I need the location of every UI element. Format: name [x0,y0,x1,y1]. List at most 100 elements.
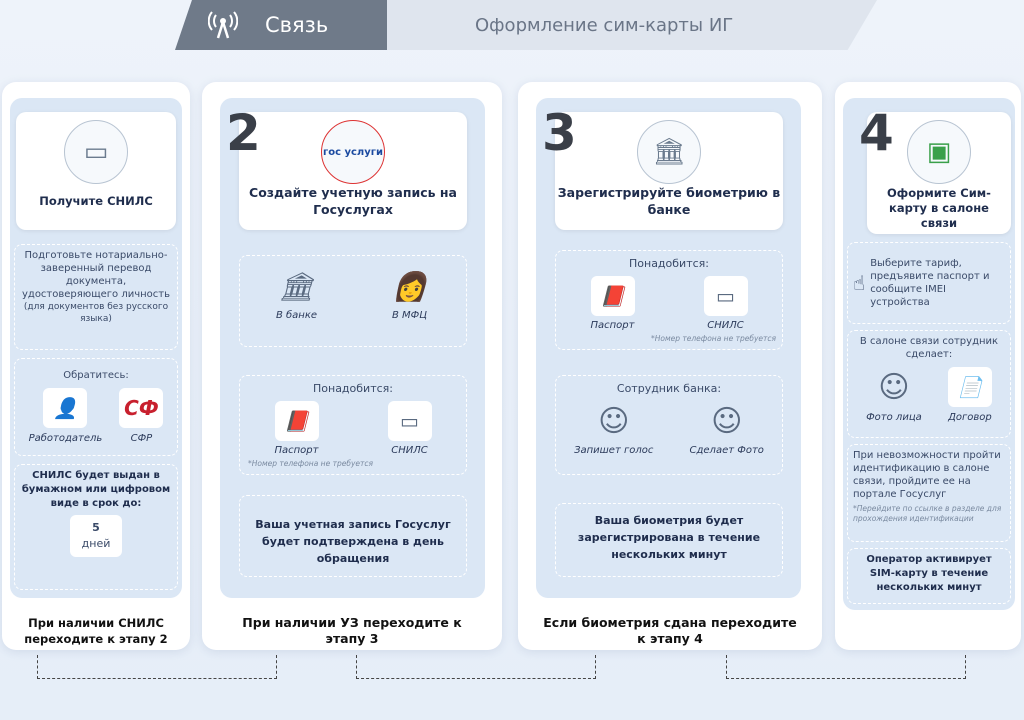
result-section: СНИЛС будет выдан в бумажном или цифрово… [14,464,178,590]
hand-tap-icon: ☝ [853,270,866,295]
result-section: Оператор активирует SIM-карту в течение … [847,548,1011,604]
tab-sim-card[interactable]: Оформление сим-карты ИГ [387,0,877,50]
step-card-3: 🏛 Зарегистрируйте биометрию в банке 3 По… [518,82,822,650]
step-caption: При наличии УЗ переходите к этапу 3 [242,615,462,646]
item-label: Сделает Фото [689,445,764,456]
bank-icon: 🏛 [278,269,315,303]
needs-label: Понадобится: [313,382,393,395]
snils-item: ▭ СНИЛС [703,276,748,331]
instruction-note: (для документов без русского языка) [23,302,169,324]
antenna-icon [208,11,238,39]
needs-note: *Номер телефона не требуется [651,334,776,343]
step-caption: При наличии СНИЛС переходите к этапу 2 [24,616,168,646]
needs-section: Понадобится: 📕 Паспорт ▭ СНИЛС *Номер теле… [239,375,467,475]
instruction-section: Подготовьте нотариально-заверенный перев… [14,244,178,350]
face-photo-item: ☺ Фото лица [866,367,922,424]
fallback-text: При невозможности пройти идентификацию в… [853,450,1001,500]
snils-card-icon: ▭ [64,120,128,184]
choose-text: Выберите тариф, предъявите паспорт и соо… [870,258,990,308]
passport-item: 📕 Паспорт [590,276,635,331]
mfc-item: 👩 В МФЦ [388,266,432,322]
snils-item: ▭ СНИЛС [387,401,432,456]
employer-icon: 👤 [43,388,88,428]
passport-icon: 📕 [590,276,635,316]
fallback-note: *Перейдите по ссылке в разделе для прохо… [853,504,1002,523]
needs-note: *Номер телефона не требуется [248,459,373,468]
result-text: Ваша биометрия будет зарегистрирована в … [577,514,761,561]
step-title-box: 🏛 Зарегистрируйте биометрию в банке [555,112,783,230]
step-title: Оформите Сим-карту в салоне связи [887,186,991,230]
tab-svyaz[interactable]: Связь [175,0,387,50]
face-voice-icon: ☺ [598,403,630,439]
salon-label: В салоне связи сотрудник сделает: [859,336,999,360]
mfc-worker-icon: 👩 [392,269,427,303]
contract-icon: 📄 [947,367,992,407]
places-section: 🏛 В банке 👩 В МФЦ [239,255,467,347]
step-title: Зарегистрируйте биометрию в банке [557,185,781,217]
tab-label: Оформление сим-карты ИГ [475,14,734,36]
step-number: 3 [542,104,577,162]
days-unit: дней [81,537,111,550]
flow-arrow-1-2 [37,655,277,679]
step-number: 2 [226,104,261,162]
item-label: СНИЛС [707,320,744,331]
result-section: Ваша учетная запись Госуслуг будет подтв… [239,495,467,577]
sim-card-icon: ▣ [907,120,971,184]
result-text: СНИЛС будет выдан в бумажном или цифрово… [21,470,171,509]
gosuslugi-logo-icon: гос услуги [321,120,385,184]
item-label: Договор [948,412,992,423]
item-label: Паспорт [590,320,635,331]
bank-building-icon: 🏛 [637,120,701,184]
step-title-box: ▣ Оформите Сим-карту в салоне связи [867,112,1011,234]
passport-icon: 📕 [274,401,319,441]
result-text: Ваша учетная запись Госуслуг будет подтв… [255,518,451,565]
staff-section: Сотрудник банка: ☺ Запишет голос ☺ Сделает… [555,375,783,475]
logo-text: гос услуги [322,146,384,158]
item-label: Запишет голос [574,445,654,456]
step-title: Создайте учетную запись на Госуслугах [249,185,457,217]
bank-item: 🏛 В банке [275,266,319,322]
item-label: В МФЦ [391,310,428,321]
days-number: 5 [92,521,100,534]
step-card-2: гос услуги Создайте учетную запись на Го… [202,82,502,650]
instruction-text: Подготовьте нотариально-заверенный перев… [21,250,170,300]
snils-icon: ▭ [703,276,748,316]
item-label: СНИЛС [391,445,428,456]
salon-section: В салоне связи сотрудник сделает: ☺ Фото … [847,330,1011,438]
fallback-section: При невозможности пройти идентификацию в… [847,444,1011,542]
employer-item: 👤 Работодатель [28,388,103,445]
tab-label: Связь [265,13,329,37]
needs-label: Понадобится: [629,257,709,270]
choose-section: ☝ Выберите тариф, предъявите паспорт и с… [847,242,1011,324]
contact-label: Обратитесь: [63,370,129,381]
flow-arrow-3-4 [726,655,966,679]
days-badge: 5 дней [69,515,123,557]
face-scan-icon: ☺ [711,403,743,439]
sfr-item: СФ СФР [119,388,164,445]
passport-item: 📕 Паспорт [274,401,319,456]
snils-icon: ▭ [387,401,432,441]
step-number: 4 [859,104,894,162]
item-label: Паспорт [274,445,319,456]
voice-item: ☺ Запишет голос [574,401,654,457]
item-label: Фото лица [866,412,922,423]
step-card-1: ▭ Получите СНИЛС Подготовьте нотариально… [2,82,190,650]
staff-label: Сотрудник банка: [616,382,722,395]
item-label: СФР [130,433,153,444]
result-text: Оператор активирует SIM-карту в течение … [866,554,992,593]
flow-arrow-2-3 [356,655,596,679]
step-title-box: ▭ Получите СНИЛС [16,112,176,230]
step-title-box: гос услуги Создайте учетную запись на Го… [239,112,467,230]
contact-section: Обратитесь: 👤 Работодатель СФ СФР [14,358,178,456]
item-label: В банке [275,310,318,321]
step-title: Получите СНИЛС [39,194,153,208]
step-card-4: ▣ Оформите Сим-карту в салоне связи 4 ☝ … [835,82,1021,650]
contract-item: 📄 Договор [947,367,992,424]
needs-section: Понадобится: 📕 Паспорт ▭ СНИЛС *Номер теле… [555,250,783,350]
face-scan-icon: ☺ [878,369,910,405]
item-label: Работодатель [28,433,103,444]
sfr-logo-icon: СФ [119,388,164,428]
step-caption: Если биометрия сдана переходите к этапу … [543,615,797,646]
result-section: Ваша биометрия будет зарегистрирована в … [555,503,783,577]
photo-item: ☺ Сделает Фото [689,401,764,457]
